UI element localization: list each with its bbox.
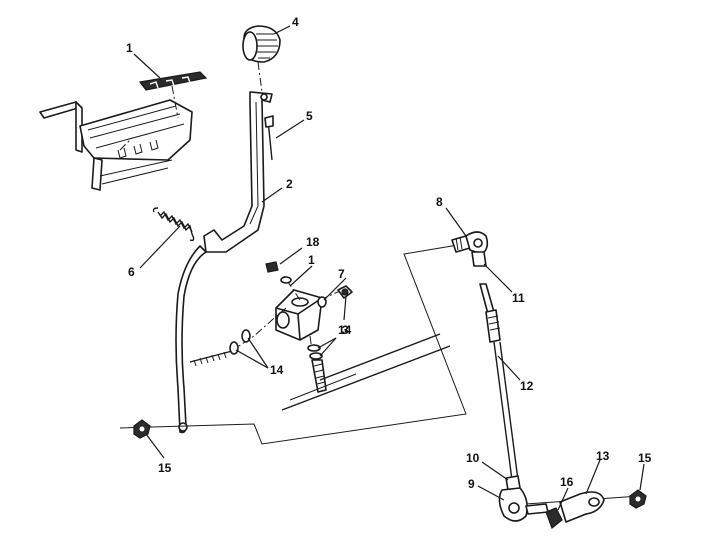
callout-7: 7 [338, 267, 345, 281]
callout-11: 11 [512, 291, 525, 305]
callout-2: 2 [286, 177, 293, 191]
callout-16: 16 [560, 475, 574, 489]
nut-18 [265, 261, 292, 284]
ball-joint-upper [451, 231, 489, 267]
callout-12: 12 [520, 379, 534, 393]
shift-arm [545, 491, 605, 529]
ball-joint-lower [498, 475, 549, 522]
shift-lever [175, 91, 273, 434]
callout-1-lower: 1 [308, 253, 315, 267]
callout-leaders [133, 25, 645, 511]
shift-pattern-plate [138, 71, 208, 91]
stud-with-washers [307, 344, 327, 393]
callout-numbers: 1 1 2 3 4 5 6 7 8 9 10 11 12 13 14 14 15… [126, 15, 652, 491]
lock-nut-15-right [629, 489, 647, 509]
base-plate-edges [281, 333, 451, 411]
callout-18: 18 [306, 235, 320, 249]
callout-5: 5 [306, 109, 313, 123]
callout-9: 9 [468, 477, 475, 491]
clevis-pin [264, 115, 274, 161]
linkage-rod [479, 283, 519, 481]
callout-14-left: 14 [270, 363, 284, 377]
callout-1-upper: 1 [126, 41, 133, 55]
shift-knob [242, 25, 281, 93]
callout-14-right: 14 [338, 323, 352, 337]
callout-3: 3 [342, 323, 349, 337]
reference-lines [119, 243, 641, 505]
callout-6: 6 [128, 265, 135, 279]
bolt-with-washers [189, 329, 251, 367]
callout-15-left: 15 [158, 461, 172, 475]
callout-4: 4 [292, 15, 299, 29]
callout-13: 13 [596, 449, 610, 463]
shift-console-bracket [39, 85, 193, 191]
callout-15-right: 15 [638, 451, 652, 465]
pivot-block [235, 275, 343, 351]
callout-8: 8 [436, 195, 443, 209]
callout-10: 10 [466, 451, 480, 465]
return-spring [152, 207, 195, 242]
lock-nut-15-left [133, 419, 151, 439]
